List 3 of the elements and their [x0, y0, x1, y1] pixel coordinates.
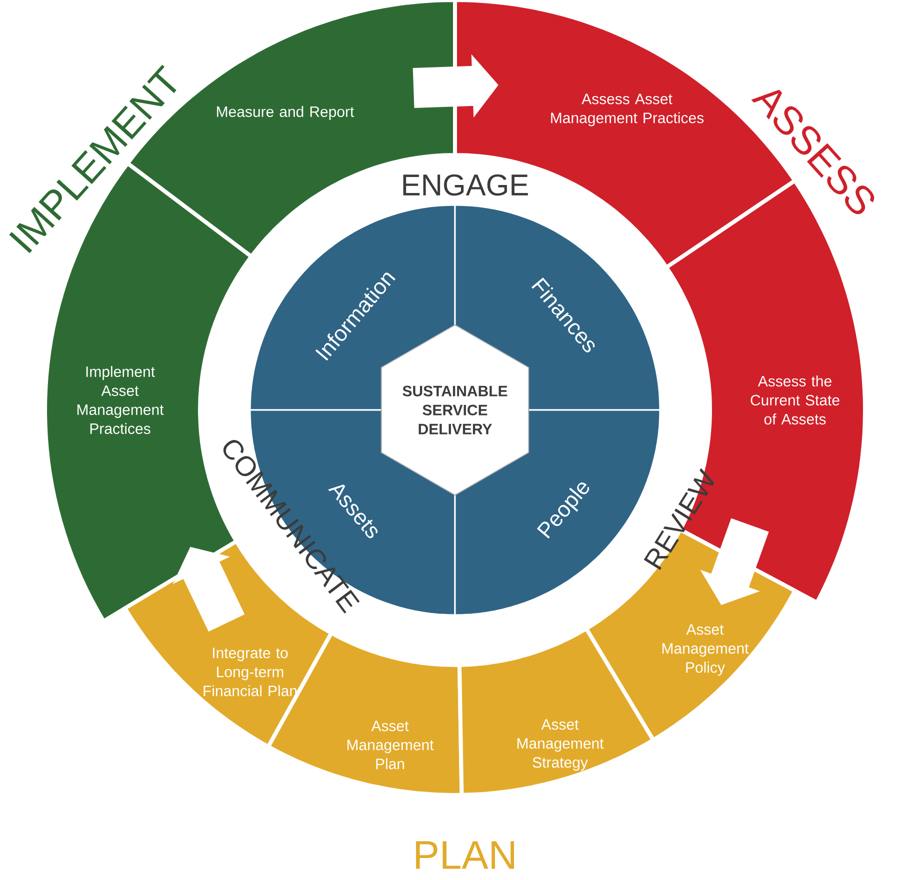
section-label: ENGAGE: [403, 174, 528, 196]
node-label: Assess the Current State of Assets: [750, 375, 840, 424]
section-label: PLAN: [416, 841, 514, 869]
